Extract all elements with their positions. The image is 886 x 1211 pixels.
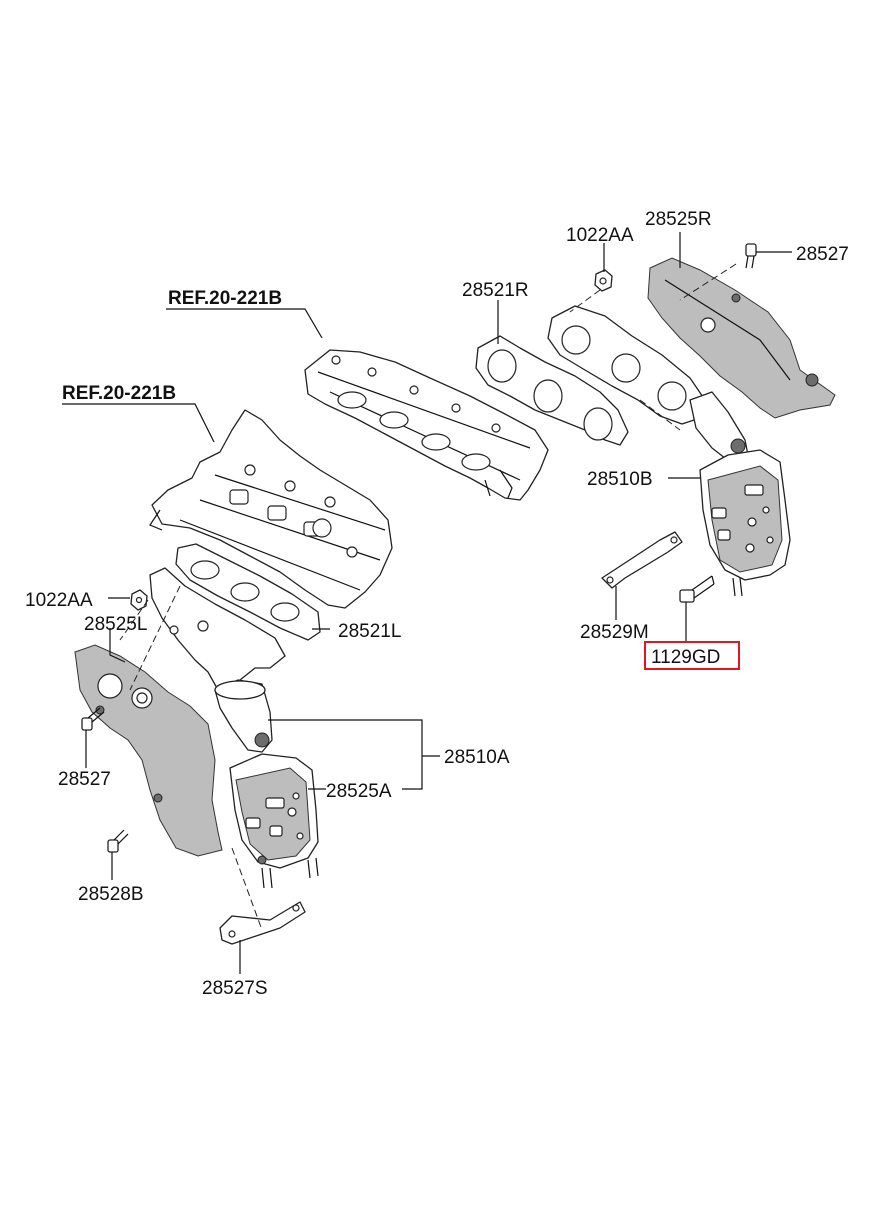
manifold-left <box>149 567 286 701</box>
catalytic-converter-left <box>214 679 319 889</box>
bolt-28527-right <box>745 243 757 269</box>
bolt-28528b <box>107 829 129 853</box>
label-shield-left-cat[interactable]: 28525A <box>326 781 392 802</box>
label-converter-right[interactable]: 28510B <box>587 469 653 490</box>
manifold-flange-right <box>547 305 706 425</box>
label-bolt-left[interactable]: 28527 <box>58 769 111 790</box>
leader-lines <box>62 232 792 974</box>
heat-shield-right <box>647 257 836 419</box>
label-bracket-right[interactable]: 28529M <box>580 622 649 643</box>
alignment-dashes <box>119 263 737 931</box>
label-nut-right[interactable]: 1022AA <box>566 225 634 246</box>
ref-label-lower[interactable]: REF.20-221B <box>62 383 176 404</box>
cylinder-head-right <box>304 349 549 501</box>
nut-1022aa-left <box>130 589 148 611</box>
gasket-left <box>175 543 321 641</box>
label-heat-shield-left[interactable]: 28525L <box>84 614 147 635</box>
bolt-1129gd <box>679 575 715 603</box>
bracket-28529m <box>601 531 683 589</box>
label-gasket-right[interactable]: 28521R <box>462 280 529 301</box>
label-converter-left[interactable]: 28510A <box>444 747 510 768</box>
catalytic-converter-right <box>689 391 791 597</box>
label-nut-left[interactable]: 1022AA <box>25 590 93 611</box>
label-gasket-left[interactable]: 28521L <box>338 621 401 642</box>
nut-1022aa-right <box>594 269 613 292</box>
label-heat-shield-right[interactable]: 28525R <box>645 209 712 230</box>
stay-28527s <box>219 901 306 945</box>
label-bolt-highlight[interactable]: 1129GD <box>651 647 720 668</box>
label-stay-left[interactable]: 28527S <box>202 978 268 999</box>
bolt-28527-left <box>81 707 105 731</box>
label-bolt-right[interactable]: 28527 <box>796 244 849 265</box>
highlight-box <box>644 641 740 670</box>
cylinder-head-left <box>149 409 393 609</box>
gasket-right <box>475 335 629 446</box>
heat-shield-left <box>74 644 223 857</box>
ref-label-upper[interactable]: REF.20-221B <box>168 288 282 309</box>
label-bolt-left-lower[interactable]: 28528B <box>78 884 144 905</box>
